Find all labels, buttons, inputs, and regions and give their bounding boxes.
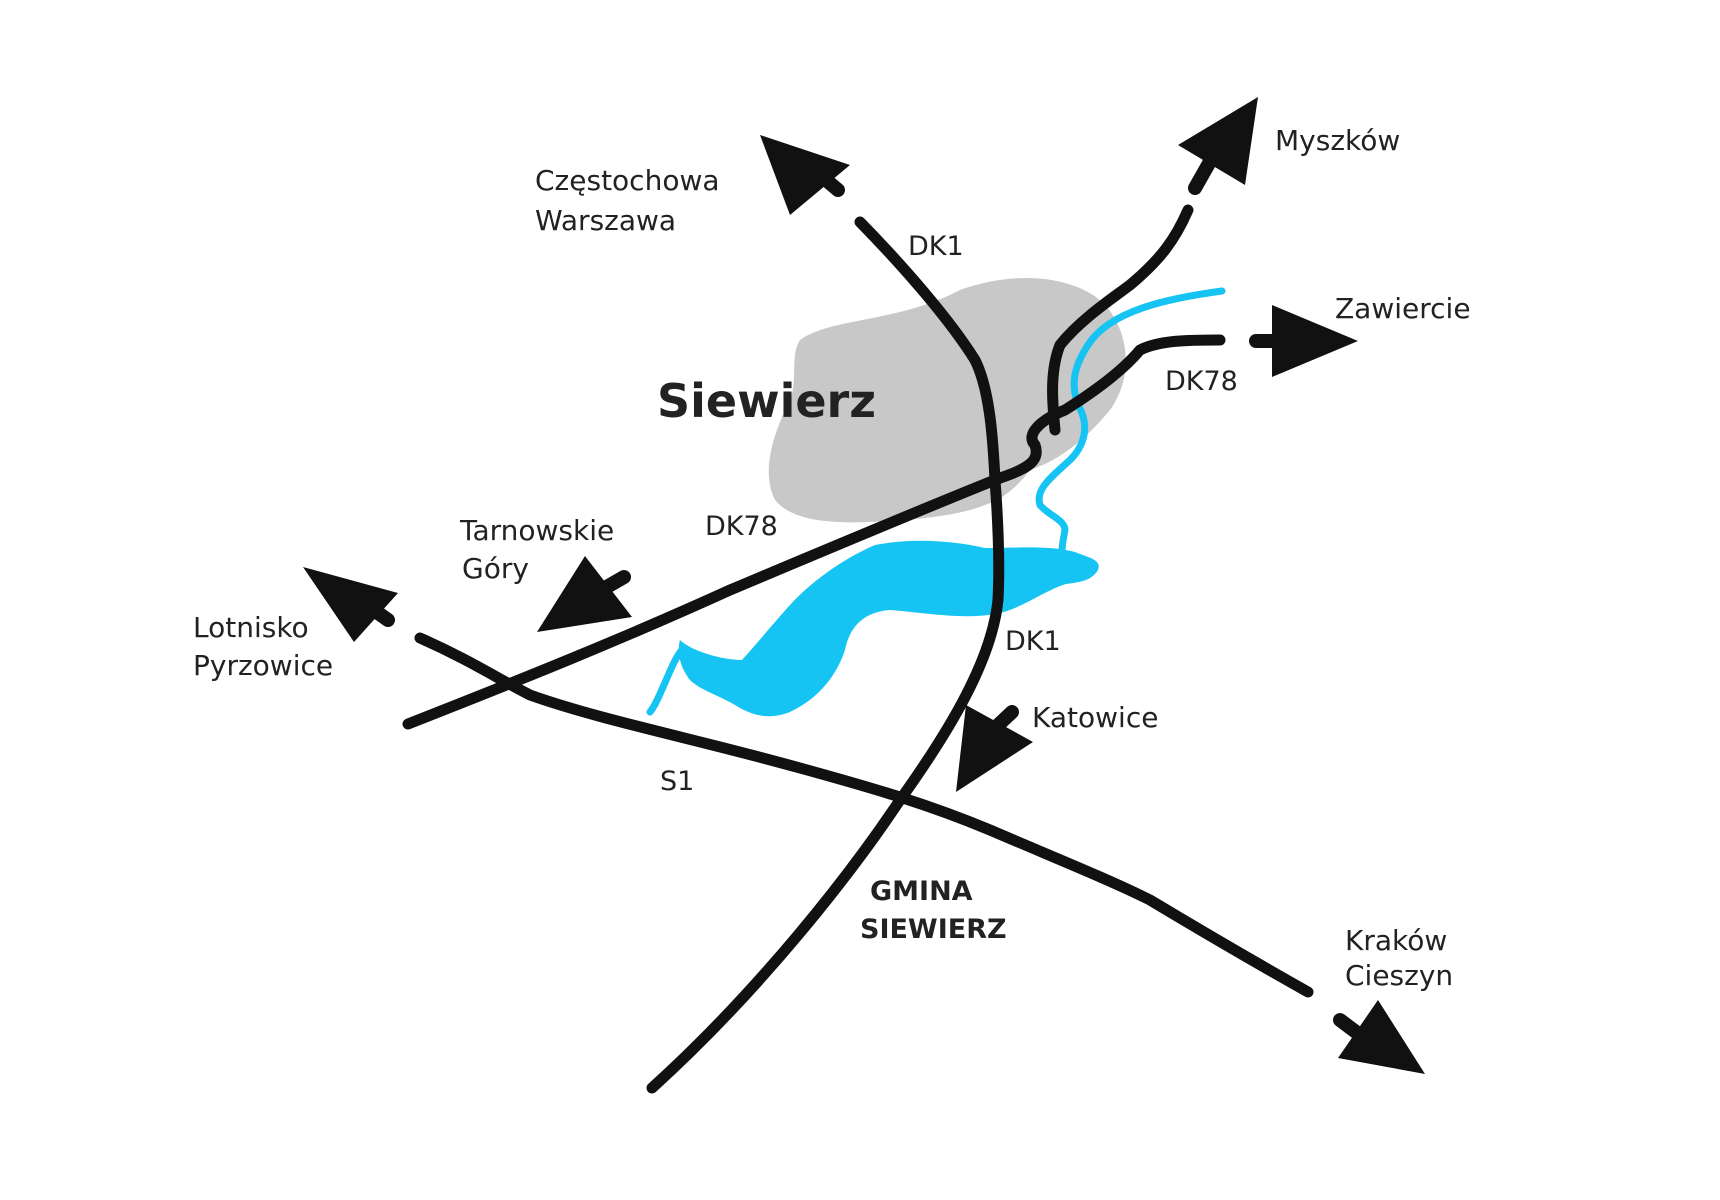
arrow-lotnisko-pyrzowice: [303, 567, 398, 642]
label-gmina-siewierz: SIEWIERZ: [860, 914, 1007, 945]
road-dk1: [646, 216, 1005, 1094]
label-siewierz: Siewierz: [657, 374, 876, 428]
label-tarnowskie: Tarnowskie: [459, 514, 614, 547]
river: [1035, 287, 1226, 556]
label-warszawa: Warszawa: [535, 204, 676, 237]
label-road-s1: S1: [660, 766, 694, 797]
label-katowice: Katowice: [1032, 701, 1158, 734]
label-zawiercie: Zawiercie: [1335, 292, 1471, 325]
label-krakow: Kraków: [1345, 924, 1447, 957]
label-cieszyn: Cieszyn: [1345, 959, 1453, 992]
label-road-dk78-east: DK78: [1165, 366, 1238, 397]
arrow-tarnowskie-gory: [537, 556, 632, 632]
label-gmina: GMINA: [870, 876, 973, 907]
label-czestochowa: Częstochowa: [535, 164, 720, 197]
label-pyrzowice: Pyrzowice: [193, 649, 333, 682]
label-road-dk1-north: DK1: [908, 231, 964, 262]
label-road-dk1-south: DK1: [1005, 626, 1061, 657]
river-outflow: [646, 646, 686, 716]
label-myszkow: Myszków: [1275, 124, 1400, 157]
arrow-myszkow: [1178, 97, 1258, 195]
label-gory: Góry: [462, 552, 529, 585]
arrow-katowice: [956, 705, 1033, 792]
road-myszkow: [1047, 204, 1194, 436]
label-lotnisko: Lotnisko: [193, 611, 309, 644]
label-road-dk78-west: DK78: [705, 511, 778, 542]
arrow-zawiercie: [1249, 305, 1358, 377]
arrow-krakow-cieszyn: [1333, 1000, 1425, 1074]
arrow-czestochowa: [760, 135, 850, 215]
road-s1: [414, 632, 1314, 998]
road-dk78: [402, 334, 1226, 730]
